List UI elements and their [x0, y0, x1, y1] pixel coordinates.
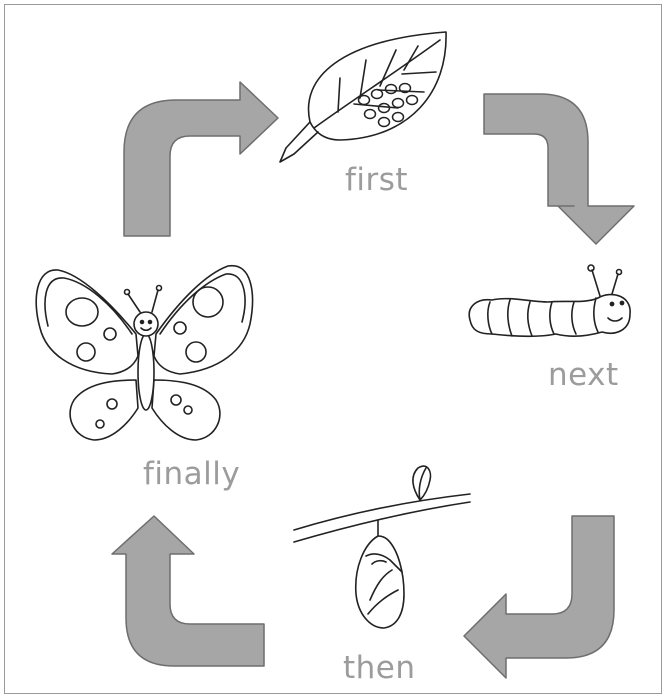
- arrow-first-to-next: [484, 94, 634, 244]
- leaf-with-eggs-icon: [280, 32, 446, 162]
- stage-label-first: first: [345, 162, 408, 198]
- stage-label-then: then: [343, 650, 416, 686]
- stage-label-finally: finally: [143, 456, 240, 492]
- arrow-finally-to-first: [124, 82, 278, 236]
- arrow-then-to-finally: [112, 516, 264, 666]
- chrysalis-icon: [294, 466, 470, 628]
- stage-label-next: next: [548, 357, 619, 393]
- arrow-next-to-then: [464, 516, 614, 678]
- caterpillar-icon: [469, 265, 630, 336]
- butterfly-icon: [36, 266, 252, 440]
